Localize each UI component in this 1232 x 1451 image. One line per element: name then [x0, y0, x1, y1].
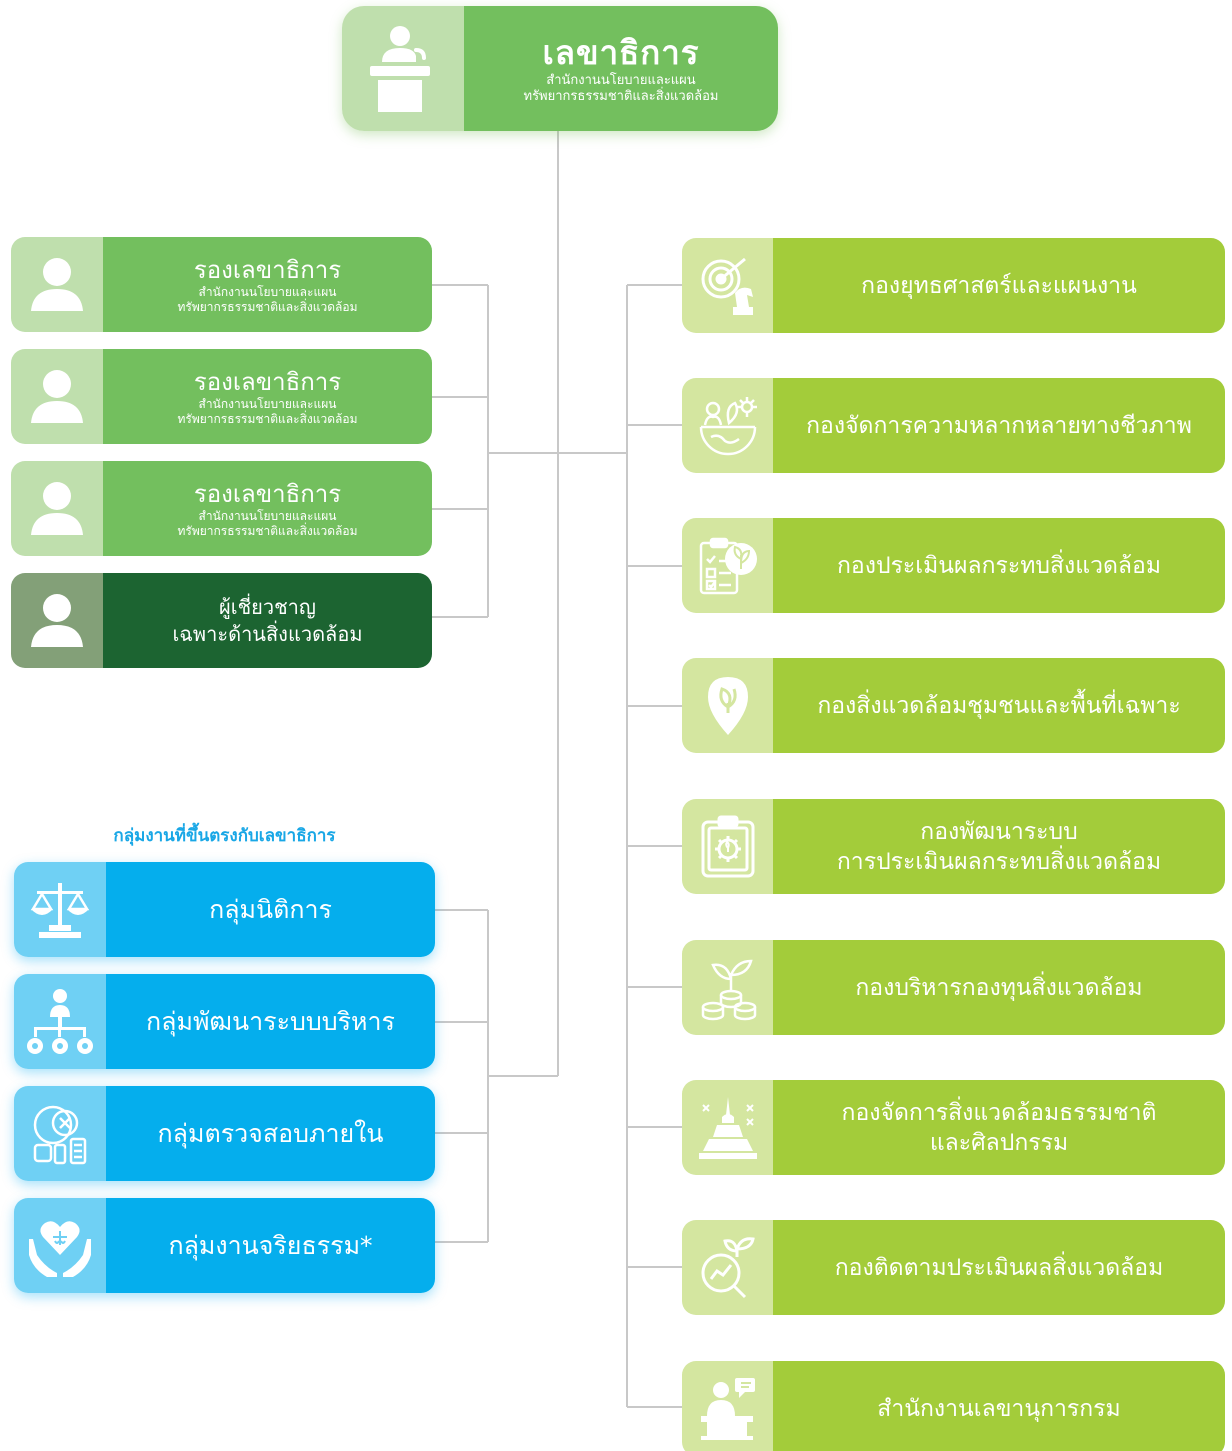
division-line-1: กองประเมินผลกระทบสิ่งแวดล้อม	[837, 552, 1161, 579]
group-label-legal: กลุ่มนิติการ	[209, 894, 332, 924]
group-text: กลุ่มงานจริยธรรม*	[106, 1198, 435, 1293]
division-text: กองจัดการสิ่งแวดล้อมธรรมชาติ และศิลปกรรม	[773, 1080, 1225, 1175]
deputy-text: รองเลขาธิการ สำนักงานนโยบายและแผน ทรัพยา…	[103, 461, 432, 556]
audit-inspection-icon	[14, 1086, 106, 1181]
division-text: กองจัดการความหลากหลายทางชีวภาพ	[773, 378, 1225, 473]
expert-line-1: ผู้เชี่ยวชาญ	[219, 594, 316, 619]
deputy-card-1: รองเลขาธิการ สำนักงานนโยบายและแผน ทรัพยา…	[11, 237, 432, 332]
groups-heading: กลุ่มงานที่ขึ้นตรงกับเลขาธิการ	[113, 826, 336, 846]
division-line-1: กองจัดการความหลากหลายทางชีวภาพ	[806, 412, 1192, 439]
division-card-biodiversity: กองจัดการความหลากหลายทางชีวภาพ	[682, 378, 1225, 473]
expert-card: ผู้เชี่ยวชาญ เฉพาะด้านสิ่งแวดล้อม	[11, 573, 432, 668]
secretary-general-card: เลขาธิการ สำนักงานนโยบายและแผน ทรัพยากรธ…	[342, 6, 778, 131]
secretary-general-sub-2: ทรัพยากรธรรมชาติและสิ่งแวดล้อม	[523, 88, 719, 104]
person-icon	[11, 573, 103, 668]
group-card-ethics: กลุ่มงานจริยธรรม*	[14, 1198, 435, 1293]
division-line-1: สำนักงานเลขานุการกรม	[877, 1395, 1121, 1422]
clipboard-gear-leaf-icon	[682, 799, 773, 894]
division-line-2: และศิลปกรรม	[929, 1129, 1069, 1156]
group-label-ethics: กลุ่มงานจริยธรรม*	[168, 1230, 373, 1260]
division-line-1: กองจัดการสิ่งแวดล้อมธรรมชาติ	[841, 1099, 1157, 1126]
deputy-sub-1: สำนักงานนโยบายและแผน	[198, 396, 337, 411]
deputy-sub-2: ทรัพยากรธรรมชาติและสิ่งแวดล้อม	[177, 523, 358, 538]
ethics-heart-hands-icon	[14, 1198, 106, 1293]
division-card-natural-art: กองจัดการสิ่งแวดล้อมธรรมชาติ และศิลปกรรม	[682, 1080, 1225, 1175]
division-card-strategy: กองยุทธศาสตร์และแผนงาน	[682, 238, 1225, 333]
deputy-sub-2: ทรัพยากรธรรมชาติและสิ่งแวดล้อม	[177, 299, 358, 314]
deputy-card-2: รองเลขาธิการ สำนักงานนโยบายและแผน ทรัพยา…	[11, 349, 432, 444]
group-card-admin-dev: กลุ่มพัฒนาระบบบริหาร	[14, 974, 435, 1069]
secretary-general-text: เลขาธิการ สำนักงานนโยบายและแผน ทรัพยากรธ…	[464, 6, 778, 131]
office-secretary-icon	[682, 1361, 773, 1451]
expert-text: ผู้เชี่ยวชาญ เฉพาะด้านสิ่งแวดล้อม	[103, 573, 432, 668]
strategy-target-chess-icon	[682, 238, 773, 333]
group-text: กลุ่มตรวจสอบภายใน	[106, 1086, 435, 1181]
division-card-secretariat: สำนักงานเลขานุการกรม	[682, 1361, 1225, 1451]
division-line-2: การประเมินผลกระทบสิ่งแวดล้อม	[836, 848, 1162, 875]
expert-line-2: เฉพาะด้านสิ่งแวดล้อม	[172, 621, 363, 646]
division-text: สำนักงานเลขานุการกรม	[773, 1361, 1225, 1451]
division-card-community: กองสิ่งแวดล้อมชุมชนและพื้นที่เฉพาะ	[682, 658, 1225, 753]
group-label-internal-audit: กลุ่มตรวจสอบภายใน	[157, 1118, 384, 1148]
division-text: กองสิ่งแวดล้อมชุมชนและพื้นที่เฉพาะ	[773, 658, 1225, 753]
deputy-sub-1: สำนักงานนโยบายและแผน	[198, 508, 337, 523]
group-card-legal: กลุ่มนิติการ	[14, 862, 435, 957]
group-card-internal-audit: กลุ่มตรวจสอบภายใน	[14, 1086, 435, 1181]
org-structure-gears-icon	[14, 974, 106, 1069]
division-line-1: กองพัฒนาระบบ	[920, 818, 1078, 845]
deputy-title: รองเลขาธิการ	[193, 367, 342, 396]
division-text: กองพัฒนาระบบ การประเมินผลกระทบสิ่งแวดล้อ…	[773, 799, 1225, 894]
division-line-1: กองติดตามประเมินผลสิ่งแวดล้อม	[834, 1254, 1164, 1281]
division-line-1: กองสิ่งแวดล้อมชุมชนและพื้นที่เฉพาะ	[817, 692, 1181, 719]
group-text: กลุ่มนิติการ	[106, 862, 435, 957]
deputy-text: รองเลขาธิการ สำนักงานนโยบายและแผน ทรัพยา…	[103, 237, 432, 332]
division-text: กองบริหารกองทุนสิ่งแวดล้อม	[773, 940, 1225, 1035]
plant-coins-icon	[682, 940, 773, 1035]
group-text: กลุ่มพัฒนาระบบบริหาร	[106, 974, 435, 1069]
speaker-podium-icon	[342, 6, 464, 131]
person-icon	[11, 237, 103, 332]
biodiversity-globe-icon	[682, 378, 773, 473]
location-leaf-icon	[682, 658, 773, 753]
deputy-sub-1: สำนักงานนโยบายและแผน	[198, 284, 337, 299]
scales-of-justice-icon	[14, 862, 106, 957]
division-line-1: กองยุทธศาสตร์และแผนงาน	[861, 272, 1137, 299]
division-card-fund: กองบริหารกองทุนสิ่งแวดล้อม	[682, 940, 1225, 1035]
secretary-general-title: เลขาธิการ	[542, 32, 700, 72]
deputy-text: รองเลขาธิการ สำนักงานนโยบายและแผน ทรัพยา…	[103, 349, 432, 444]
person-icon	[11, 461, 103, 556]
division-text: กองยุทธศาสตร์และแผนงาน	[773, 238, 1225, 333]
magnifier-growth-leaf-icon	[682, 1220, 773, 1315]
deputy-title: รองเลขาธิการ	[193, 479, 342, 508]
deputy-title: รองเลขาธิการ	[193, 255, 342, 284]
person-icon	[11, 349, 103, 444]
checklist-leaf-icon	[682, 518, 773, 613]
stupa-temple-icon	[682, 1080, 773, 1175]
division-line-1: กองบริหารกองทุนสิ่งแวดล้อม	[855, 974, 1143, 1001]
division-text: กองติดตามประเมินผลสิ่งแวดล้อม	[773, 1220, 1225, 1315]
secretary-general-sub-1: สำนักงานนโยบายและแผน	[546, 72, 696, 88]
group-label-admin-dev: กลุ่มพัฒนาระบบบริหาร	[146, 1006, 395, 1036]
deputy-sub-2: ทรัพยากรธรรมชาติและสิ่งแวดล้อม	[177, 411, 358, 426]
division-card-eia-system: กองพัฒนาระบบ การประเมินผลกระทบสิ่งแวดล้อ…	[682, 799, 1225, 894]
division-text: กองประเมินผลกระทบสิ่งแวดล้อม	[773, 518, 1225, 613]
division-card-eia: กองประเมินผลกระทบสิ่งแวดล้อม	[682, 518, 1225, 613]
division-card-monitoring: กองติดตามประเมินผลสิ่งแวดล้อม	[682, 1220, 1225, 1315]
deputy-card-3: รองเลขาธิการ สำนักงานนโยบายและแผน ทรัพยา…	[11, 461, 432, 556]
